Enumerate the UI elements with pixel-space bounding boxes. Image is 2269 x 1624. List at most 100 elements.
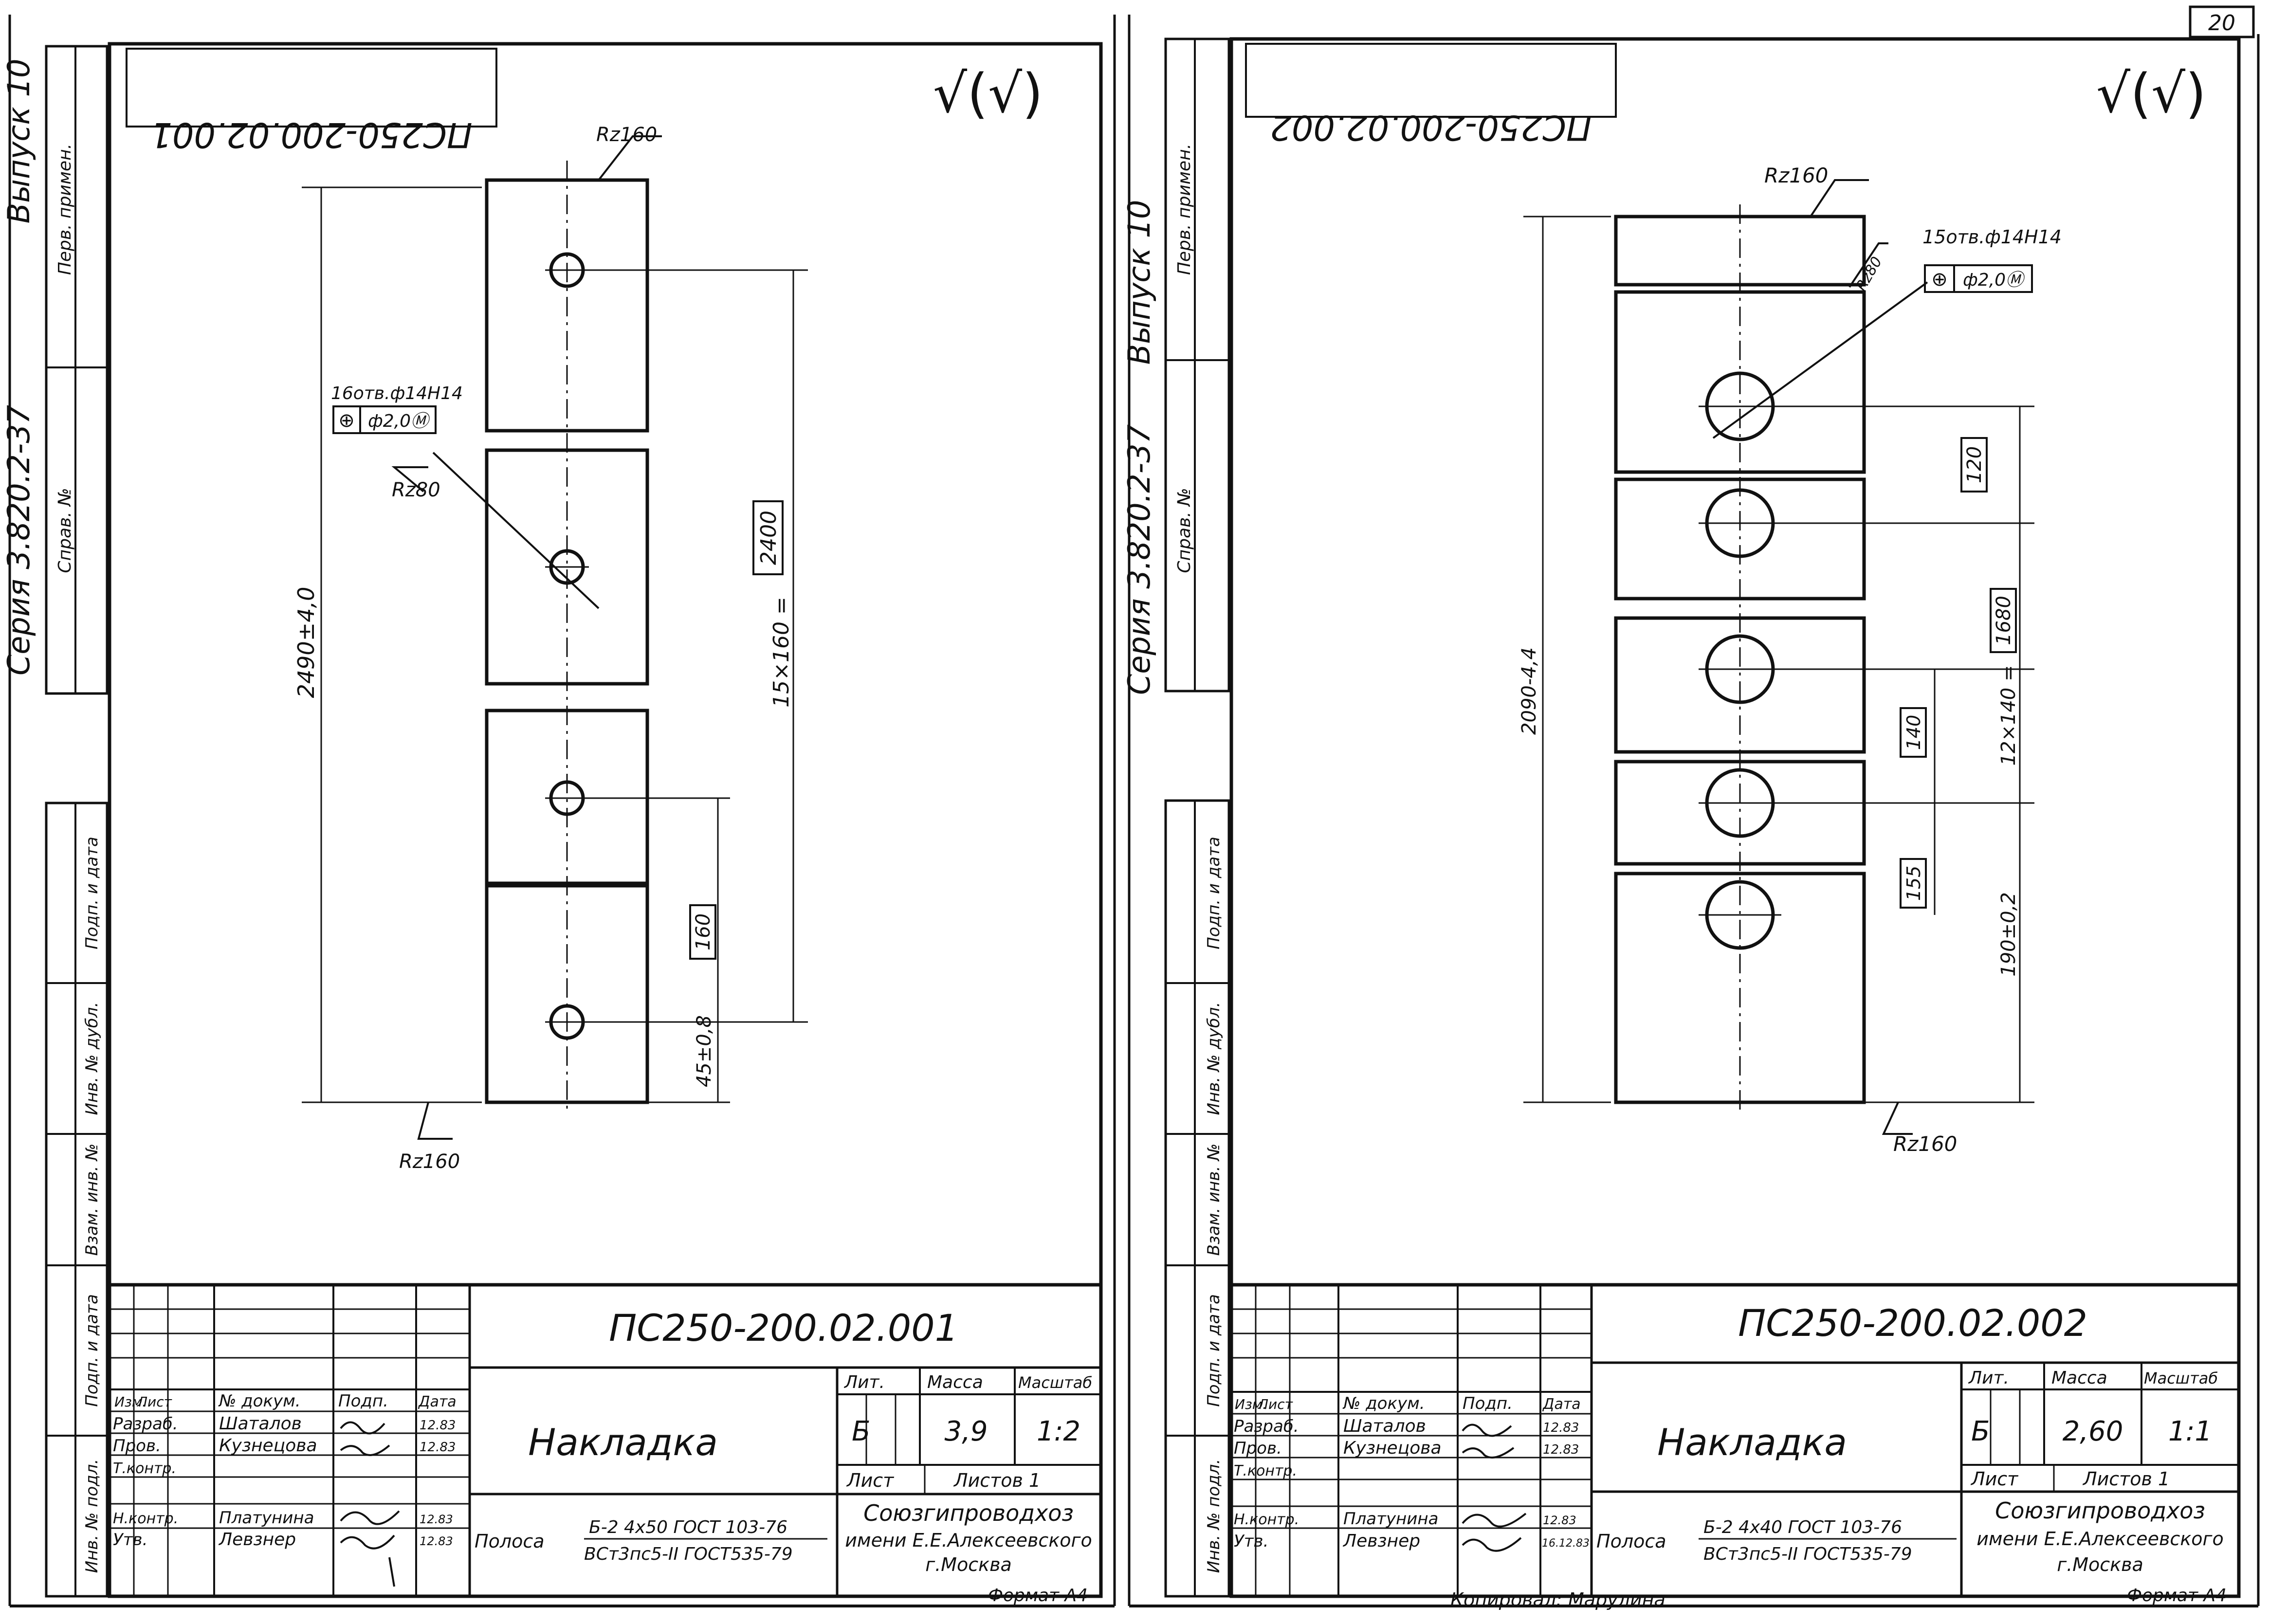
tolerance-symbol: ⊕: [338, 409, 355, 432]
mirrored-code-box-left: ПС250-200.02.001: [126, 48, 497, 155]
org-name-1: Союзгипроводхоз: [1995, 1497, 2205, 1524]
vzam-inv-label: Взам. инв. №: [82, 1144, 102, 1256]
scale-value: 1:1: [2168, 1416, 2212, 1447]
lit-label: Лит.: [1968, 1368, 2009, 1388]
side-strip-right: Выпуск 10 Серия 3.820.2-37 Перв. примен.…: [1121, 37, 1230, 1598]
hdr-list: Лист: [137, 1394, 172, 1410]
rz-bottom: Rz160: [399, 1150, 460, 1173]
sprav-no-label: Справ. №: [55, 488, 75, 573]
material-top: Б-2 4х40 ГОСТ 103-76: [1703, 1517, 1902, 1537]
hdr-podp: Подп.: [1463, 1394, 1513, 1413]
mirrored-code-box-right: ПС250-200.02.002: [1245, 43, 1617, 147]
date-5: 12.83: [420, 1513, 453, 1526]
mass-value: 2,60: [2063, 1416, 2123, 1447]
role-3: Т.контр.: [1234, 1462, 1297, 1479]
material-label: Полоса: [1596, 1531, 1666, 1552]
roughness-callouts-right: Rz160 Rz160 Rz80 15отв.ф14Н14 ⊕ ф2,0Ⓜ: [1712, 164, 2062, 1156]
mirrored-code: ПС250-200.02.002: [1270, 108, 1592, 147]
lit-value: Б: [1971, 1416, 1990, 1447]
sheet-left-frame: [108, 42, 1103, 1598]
title-code: ПС250-200.02.002: [1738, 1301, 2087, 1345]
rz-top: Rz160: [1764, 164, 1828, 187]
hdr-doc: № докум.: [1342, 1394, 1425, 1413]
name-2: Кузнецова: [219, 1436, 317, 1456]
rz-hole: Rz80: [392, 479, 440, 501]
inv-dubl-label: Инв. № дубл.: [1204, 1002, 1224, 1115]
inv-podl-label: Инв. № подл.: [82, 1459, 102, 1573]
title-block-right: ПС250-200.02.002 Накладка Изм. Лист № до…: [1229, 1283, 2241, 1610]
org-name-3: г.Москва: [925, 1554, 1012, 1575]
date-6: 12.83: [420, 1534, 453, 1548]
dim-edge: 190±0,2: [1997, 892, 2020, 976]
name-2: Кузнецова: [1343, 1438, 1442, 1458]
tolerance-symbol: ⊕: [1931, 268, 1948, 291]
page-number: 20: [2208, 11, 2235, 36]
hdr-izm: Изм.: [1235, 1396, 1267, 1412]
date-2: 12.83: [420, 1440, 456, 1455]
role-3: Т.контр.: [113, 1460, 176, 1477]
scale-value: 1:2: [1037, 1416, 1080, 1447]
role-1: Разраб.: [1234, 1417, 1299, 1436]
lit-value: Б: [852, 1416, 870, 1447]
material-bottom: ВСт3пс5-II ГОСТ535-79: [584, 1544, 793, 1564]
inv-dubl-label: Инв. № дубл.: [82, 1002, 102, 1115]
name-1: Шаталов: [1343, 1416, 1426, 1436]
roughness-callouts-left: Rz160 Rz160 Rz80 16отв.ф14Н14 ⊕ ф2,0Ⓜ: [331, 124, 662, 1173]
roughness-symbol-right: √(√): [2096, 62, 2206, 125]
role-6: Утв.: [113, 1530, 147, 1550]
seriya-label: Серия 3.820.2-37: [1, 405, 37, 675]
dim-overall: 2490±4,0: [293, 587, 319, 698]
dim-120: 120: [1963, 446, 1986, 483]
date-5: 12.83: [1543, 1514, 1576, 1527]
scale-label: Масштаб: [2144, 1369, 2218, 1387]
date-1: 12.83: [420, 1418, 456, 1433]
hdr-list: Лист: [1258, 1396, 1293, 1412]
lit-label: Лит.: [843, 1372, 885, 1392]
copied-by: Копировал: Марулина: [1450, 1589, 1665, 1610]
scale-label: Масштаб: [1018, 1373, 1092, 1392]
date-6: 16.12.83: [1542, 1537, 1590, 1550]
perv-primen-label: Перв. примен.: [55, 144, 75, 275]
dim-step: 140: [1903, 715, 1924, 750]
roughness-symbol-left: √(√): [933, 62, 1043, 125]
role-1: Разраб.: [113, 1414, 178, 1434]
mass-label: Масса: [2051, 1368, 2107, 1388]
dim-pitch-total: 1680: [1993, 596, 2015, 645]
hdr-izm: Изм.: [114, 1394, 146, 1410]
podp-data-label: Подп. и дата: [82, 837, 102, 949]
role-2: Пров.: [1234, 1439, 1282, 1458]
hdr-podp: Подп.: [338, 1391, 388, 1411]
mass-label: Масса: [927, 1372, 983, 1392]
name-1: Шаталов: [219, 1414, 302, 1434]
inv-podl-label: Инв. № подл.: [1204, 1459, 1224, 1573]
date-2: 12.83: [1543, 1442, 1579, 1457]
plate-part-left: [485, 161, 649, 1110]
podp-data-label: Подп. и дата: [1204, 837, 1224, 949]
vypusk-label: Выпуск 10: [1121, 200, 1157, 365]
tolerance-value: ф2,0Ⓜ: [368, 411, 431, 431]
dim-step: 160: [692, 913, 714, 950]
side-strip-left: Выпуск 10 Серия 3.820.2-37 Перв. примен.…: [1, 45, 109, 1598]
hole-callout: 16отв.ф14Н14: [331, 383, 463, 403]
material-label: Полоса: [475, 1531, 545, 1552]
perv-primen-label: Перв. примен.: [1174, 144, 1194, 275]
signatures-left: [340, 1421, 400, 1587]
sheet-label: Лист: [846, 1470, 895, 1491]
name-6: Левзнер: [218, 1530, 296, 1550]
org-name-2: имени Е.Е.Алексеевского: [845, 1530, 1092, 1551]
sheet-left: Выпуск 10 Серия 3.820.2-37 Перв. примен.…: [1, 15, 1116, 1607]
sheet-right: Выпуск 10 Серия 3.820.2-37 Перв. примен.…: [1121, 15, 2260, 1610]
page-number-box: 20: [2189, 5, 2255, 38]
name-6: Левзнер: [1342, 1531, 1420, 1551]
date-1: 12.83: [1543, 1421, 1579, 1435]
role-2: Пров.: [113, 1436, 161, 1456]
sheet-label: Лист: [1970, 1468, 2019, 1490]
title-name: Накладка: [1657, 1421, 1847, 1464]
sheets-count: Листов 1: [953, 1470, 1041, 1491]
title-block-left: ПС250-200.02.001 Накладка Изм. Лист № до…: [108, 1283, 1103, 1606]
dimensions-right: 2090-4,4 120 12×140 = 1680 140 155 190±0…: [1518, 216, 2034, 1103]
seriya-label: Серия 3.820.2-37: [1121, 424, 1157, 695]
material-bottom: ВСт3пс5-II ГОСТ535-79: [1703, 1544, 1912, 1564]
format-label: Формат А4: [2127, 1586, 2227, 1606]
dimensions-left: 2490±4,0 15×160 = 2400 160 45±0,8: [293, 186, 808, 1103]
